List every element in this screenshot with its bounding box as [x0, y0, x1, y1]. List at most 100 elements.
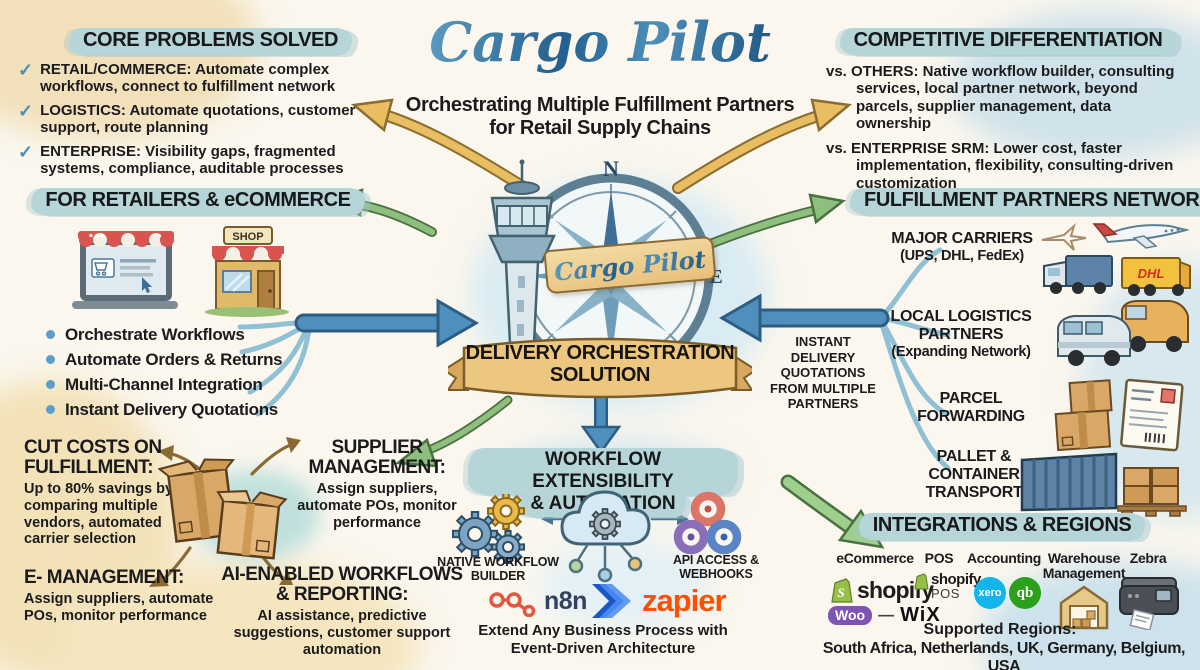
fulfillment-item-major-carriers: MAJOR CARRIERS (UPS, DHL, FedEx) [878, 230, 1046, 264]
xero-wordmark: xero [978, 587, 1002, 599]
shopify-bag-icon: S [831, 578, 853, 603]
fulfillment-item-title: PALLET & CONTAINER TRANSPORT [925, 448, 1023, 501]
benefit-e-management: E- MANAGEMENT: Assign suppliers, automat… [24, 568, 239, 625]
fulfillment-item-sub: (UPS, DHL, FedEx) [900, 247, 1024, 264]
shopify-s: S [837, 585, 844, 600]
n8n-logo: n8n [487, 585, 587, 617]
core-problem-item: ✓ ENTERPRISE: Visibility gaps, fragmente… [18, 141, 403, 178]
regions-label: Supported Regions: [923, 621, 1077, 638]
ribbon-text: Cargo Pilot [553, 243, 707, 287]
bullet-dot-icon [46, 405, 55, 414]
competitive-item: vs. OTHERS: Native workflow builder, con… [826, 63, 1175, 132]
shopify-pos-word: shopify [931, 571, 981, 588]
banner-delivery-orchestration: DELIVERY ORCHESTRATION SOLUTION [448, 330, 752, 414]
section-retailers: FOR RETAILERS & eCOMMERCE [28, 188, 368, 420]
woocommerce-logo: Woo [828, 606, 873, 625]
cloud-automation-icon [560, 490, 651, 583]
section-fulfillment-heading: FULFILLMENT PARTNERS NETWORK [850, 188, 1200, 215]
native-workflow-builder-label: NATIVE WORKFLOW BUILDER [437, 555, 559, 584]
benefit-title: SUPPLIER MANAGEMENT: [308, 437, 447, 478]
core-problem-item: ✓ LOGISTICS: Automate quotations, custom… [18, 101, 403, 137]
benefit-title: CUT COSTS ON FULFILLMENT: [24, 437, 162, 478]
retailer-bullet: Orchestrate Workflows [46, 325, 368, 345]
zapier-logo: zapier ✳ [642, 583, 1200, 619]
core-problem-text: LOGISTICS: Automate quotations, customer… [40, 101, 356, 136]
gears-icon [452, 494, 525, 564]
brand-wordmark: Cargo Pilot [429, 10, 771, 74]
fulfillment-item-title: MAJOR CARRIERS [891, 230, 1033, 247]
arrow-to-fulfillment [695, 193, 846, 253]
bullet-dot-icon [46, 330, 55, 339]
tagline-line1: Orchestrating Multiple Fulfillment Partn… [405, 94, 795, 116]
benefit-body: AI assistance, predictive suggestions, c… [233, 607, 451, 658]
benefit-title: E- MANAGEMENT: [24, 567, 184, 588]
dash-separator: — [878, 606, 895, 624]
integrations-heading: INTEGRATIONS & REGIONS [858, 513, 1146, 540]
quickbooks-logo: qb [1009, 577, 1041, 609]
column-pos: POS [924, 550, 954, 566]
section-core-problems: CORE PROBLEMS SOLVED ✓ RETAIL/COMMERCE: … [18, 28, 403, 178]
tagline-line2: for Retail Supply Chains [489, 116, 711, 139]
banner-line2: SOLUTION [549, 364, 651, 386]
woo-wix-row: Woo — WiX [828, 604, 941, 627]
quickbooks-mark: qb [1016, 584, 1034, 601]
wix-logo: WiX [900, 604, 941, 626]
banner-ribbon-shape [448, 337, 752, 399]
brand-title: Cargo Pilot [420, 10, 780, 74]
arrow-center-to-workflow [580, 391, 622, 455]
shopify-pos-bag-icon [914, 573, 929, 590]
section-competitive: COMPETITIVE DIFFERENTIATION vs. OTHERS: … [826, 28, 1190, 192]
xero-logo: xero [974, 577, 1006, 609]
arrow-to-core-problems [351, 98, 531, 194]
fulfillment-item-sub: (Expanding Network) [891, 343, 1031, 360]
shop-sign-text: SHOP [232, 231, 263, 243]
compass-north-label: N [603, 156, 619, 181]
fulfillment-heading: FULFILLMENT PARTNERS NETWORK [850, 188, 1200, 215]
container-pallet-icon [1020, 452, 1187, 517]
column-accounting: Accounting [967, 550, 1041, 566]
section-integrations-heading: INTEGRATIONS & REGIONS [852, 513, 1152, 540]
watercolor-blob [540, 540, 710, 630]
zapier-wordmark: zapier [642, 583, 727, 618]
shop-storefront-icon: SHOP [205, 226, 289, 317]
competitive-heading: COMPETITIVE DIFFERENTIATION [839, 28, 1177, 55]
fulfillment-item-title: PARCEL FORWARDING [917, 390, 1025, 425]
benefit-body: Up to 80% savings by comparing multiple … [24, 480, 174, 548]
workflow-heading-line1: WORKFLOW EXTENSIBILITY [468, 448, 738, 495]
dhl-logo-text: DHL [1138, 266, 1165, 281]
benefit-body: Assign suppliers, automate POs, monitor … [297, 480, 457, 531]
retailer-bullet: Automate Orders & Returns [46, 350, 368, 370]
fulfillment-item-title: LOCAL LOGISTICS PARTNERS [890, 308, 1032, 343]
fulfillment-item-local-logistics: LOCAL LOGISTICS PARTNERS (Expanding Netw… [868, 308, 1054, 360]
bullet-dot-icon [46, 355, 55, 364]
fulfillment-item-pallet-container: PALLET & CONTAINER TRANSPORT [898, 448, 1050, 502]
shopify-pos-logo: shopify POS [914, 572, 981, 600]
retailer-bullet: Instant Delivery Quotations [46, 400, 368, 420]
shopify-pos-sub: POS [931, 586, 960, 601]
retailer-bullet: Multi-Channel Integration [46, 375, 368, 395]
api-access-webhooks-label: API ACCESS & WEBHOOKS [672, 553, 760, 582]
benefit-ai-enabled: AI-ENABLED WORKFLOWS & REPORTING: AI ass… [213, 565, 471, 658]
bullet-dot-icon [46, 380, 55, 389]
cardboard-boxes-icon [158, 458, 288, 560]
core-problem-item: ✓ RETAIL/COMMERCE: Automate complex work… [18, 60, 403, 96]
instant-quote-note: INSTANT DELIVERY QUOTATIONS FROM MULTIPL… [770, 334, 876, 412]
arrow-retailers-to-center [237, 298, 479, 417]
power-automate-icon [592, 584, 631, 618]
competitive-item: vs. ENTERPRISE SRM: Lower cost, faster i… [826, 140, 1174, 192]
retailers-heading: FOR RETAILERS & eCOMMERCE [31, 188, 365, 215]
arrow-partners-to-center [719, 247, 951, 471]
n8n-wordmark: n8n [544, 586, 587, 615]
arrow-to-supplier-management [394, 395, 513, 468]
check-icon: ✓ [18, 141, 34, 162]
local-vans-icon [1057, 300, 1189, 366]
benefit-supplier-management: SUPPLIER MANAGEMENT: Assign suppliers, a… [288, 438, 466, 531]
zebra-printer-icon [1119, 577, 1179, 630]
core-problem-text: RETAIL/COMMERCE: Automate complex workfl… [40, 61, 336, 95]
benefit-body: Assign suppliers, automate POs, monitor … [24, 590, 214, 624]
workflow-footer: Extend Any Business Process with Event-D… [448, 622, 758, 657]
ecommerce-laptop-icon [72, 231, 178, 309]
check-icon: ✓ [18, 60, 34, 80]
column-warehouse: Warehouse Management [1042, 550, 1126, 581]
benefit-cut-costs: CUT COSTS ON FULFILLMENT: Up to 80% savi… [24, 438, 184, 548]
